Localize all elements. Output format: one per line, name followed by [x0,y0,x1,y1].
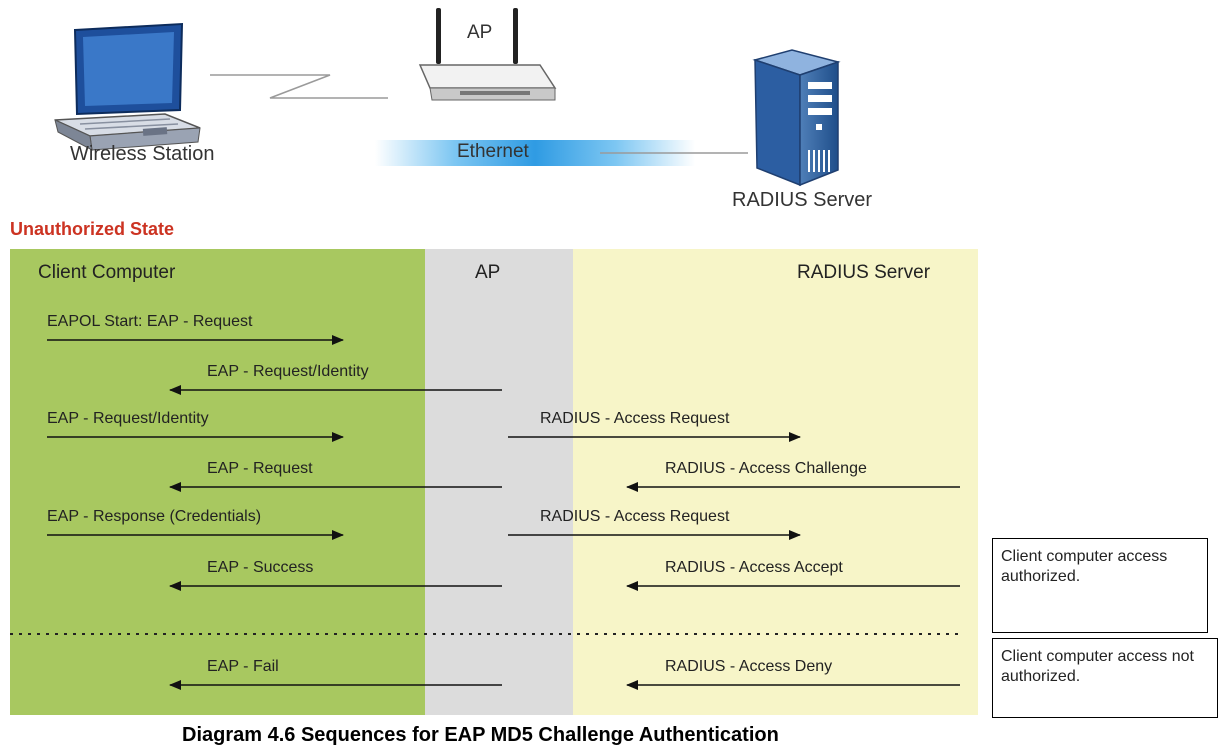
msg-radius-access-challenge: RADIUS - Access Challenge [665,460,867,477]
state-title: Unauthorized State [10,219,175,239]
ap-label: AP [467,22,493,43]
msg-eapol-start: EAPOL Start: EAP - Request [47,313,253,330]
server-column-header: RADIUS Server [797,262,931,283]
msg-request-identity-ap: EAP - Request/Identity [207,363,369,380]
wireless-station-label: Wireless Station [70,143,215,165]
radius-server-label: RADIUS Server [732,189,873,211]
wireless-link-line [210,74,388,99]
note-access-not-authorized: Client computer access not authorized. [992,638,1218,718]
msg-radius-access-request-1: RADIUS - Access Request [540,410,730,427]
client-band [10,249,425,715]
ethernet-label: Ethernet [457,141,529,162]
ap-band [425,249,573,715]
msg-radius-access-deny: RADIUS - Access Deny [665,658,833,675]
msg-radius-access-request-2: RADIUS - Access Request [540,508,730,525]
ap-column-header: AP [475,262,501,283]
msg-request-identity-client: EAP - Request/Identity [47,410,209,427]
diagram-caption: Diagram 4.6 Sequences for EAP MD5 Challe… [182,724,779,746]
msg-eap-response: EAP - Response (Credentials) [47,508,262,525]
client-column-header: Client Computer [38,262,176,283]
access-point-icon [418,8,557,101]
note-access-authorized: Client computer access authorized. [992,538,1208,633]
msg-eap-request: EAP - Request [207,460,313,477]
msg-radius-access-accept: RADIUS - Access Accept [665,559,843,576]
msg-eap-fail: EAP - Fail [207,658,279,675]
msg-eap-success: EAP - Success [207,559,314,576]
laptop-icon [54,22,201,151]
server-icon [752,49,841,187]
server-band [573,249,978,715]
